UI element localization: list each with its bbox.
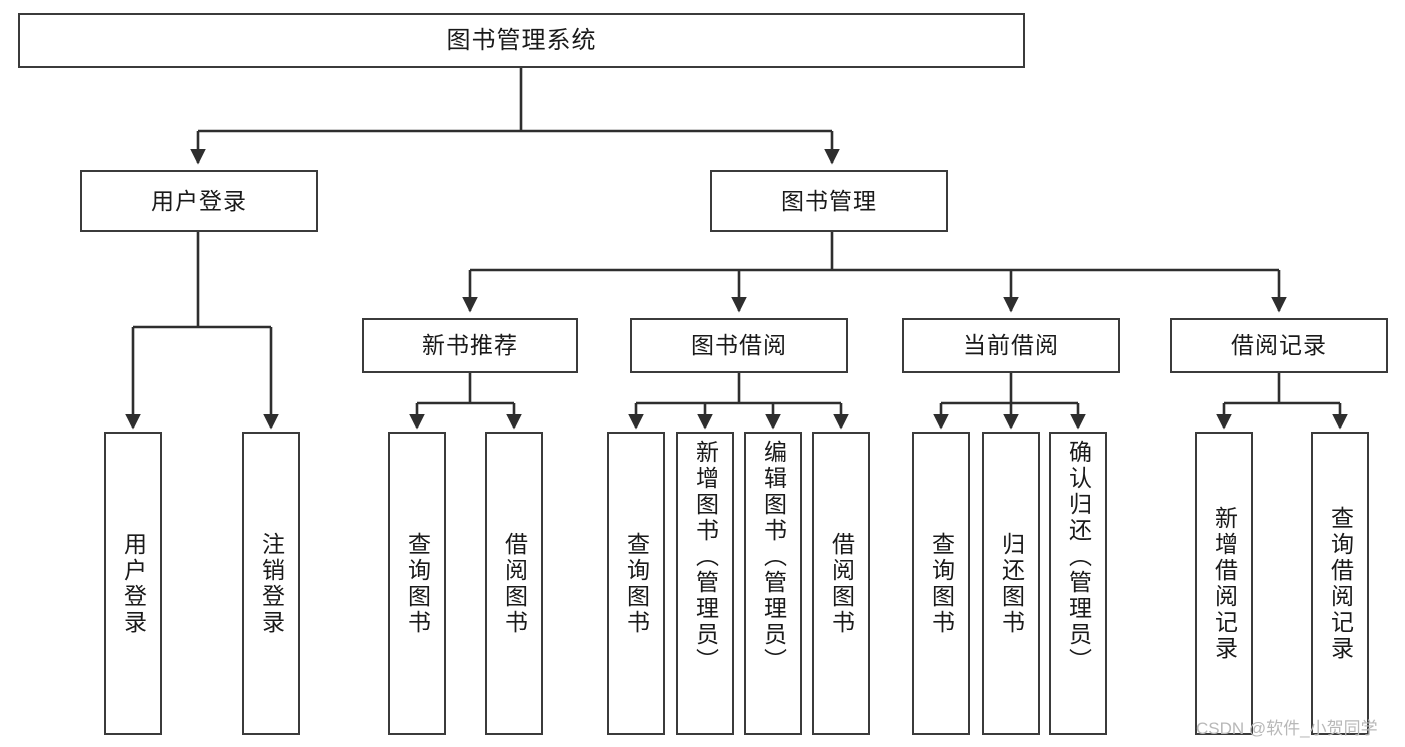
watermark-text: CSDN @软件_小贺同学 (1196, 719, 1378, 738)
leaf-label: 查询图书 (404, 531, 431, 636)
leaf-label: 新增图书（管理员） (692, 440, 719, 674)
leaf-label: 查询借阅记录 (1327, 505, 1354, 662)
leaf-label: 用户登录 (120, 531, 147, 636)
leaf-label: 借阅图书 (828, 531, 855, 636)
leaf-label: 确认归还（管理员） (1065, 440, 1092, 674)
node-current-borrow-label: 当前借阅 (963, 332, 1059, 359)
node-borrow-record[interactable]: 借阅记录 (1170, 318, 1388, 373)
leaf-label: 编辑图书（管理员） (760, 440, 787, 674)
node-book-management[interactable]: 图书管理 (710, 170, 948, 232)
leaf-user-login-logout[interactable]: 注销登录 (242, 432, 300, 735)
node-user-login[interactable]: 用户登录 (80, 170, 318, 232)
node-book-borrow[interactable]: 图书借阅 (630, 318, 848, 373)
node-root[interactable]: 图书管理系统 (18, 13, 1025, 68)
leaf-current-return[interactable]: 归还图书 (982, 432, 1040, 735)
node-borrow-record-label: 借阅记录 (1231, 332, 1327, 359)
node-new-book-recommend[interactable]: 新书推荐 (362, 318, 578, 373)
node-book-management-label: 图书管理 (781, 187, 877, 214)
node-book-borrow-label: 图书借阅 (691, 332, 787, 359)
leaf-current-query[interactable]: 查询图书 (912, 432, 970, 735)
leaf-user-login-login[interactable]: 用户登录 (104, 432, 162, 735)
leaf-label: 查询图书 (928, 531, 955, 636)
leaf-label: 新增借阅记录 (1211, 505, 1238, 662)
leaf-current-confirm-return[interactable]: 确认归还（管理员） (1049, 432, 1107, 735)
leaf-borrow-edit-book[interactable]: 编辑图书（管理员） (744, 432, 802, 735)
node-new-book-recommend-label: 新书推荐 (422, 332, 518, 359)
leaf-label: 借阅图书 (501, 531, 528, 636)
leaf-record-query[interactable]: 查询借阅记录 (1311, 432, 1369, 735)
node-user-login-label: 用户登录 (151, 187, 247, 214)
leaf-label: 归还图书 (998, 531, 1025, 636)
node-root-label: 图书管理系统 (446, 26, 597, 54)
node-current-borrow[interactable]: 当前借阅 (902, 318, 1120, 373)
leaf-new-book-borrow[interactable]: 借阅图书 (485, 432, 543, 735)
leaf-new-book-query[interactable]: 查询图书 (388, 432, 446, 735)
leaf-borrow-borrow-book[interactable]: 借阅图书 (812, 432, 870, 735)
leaf-record-add[interactable]: 新增借阅记录 (1195, 432, 1253, 735)
leaf-label: 注销登录 (258, 531, 285, 636)
leaf-label: 查询图书 (623, 531, 650, 636)
leaf-borrow-query[interactable]: 查询图书 (607, 432, 665, 735)
leaf-borrow-add-book[interactable]: 新增图书（管理员） (676, 432, 734, 735)
